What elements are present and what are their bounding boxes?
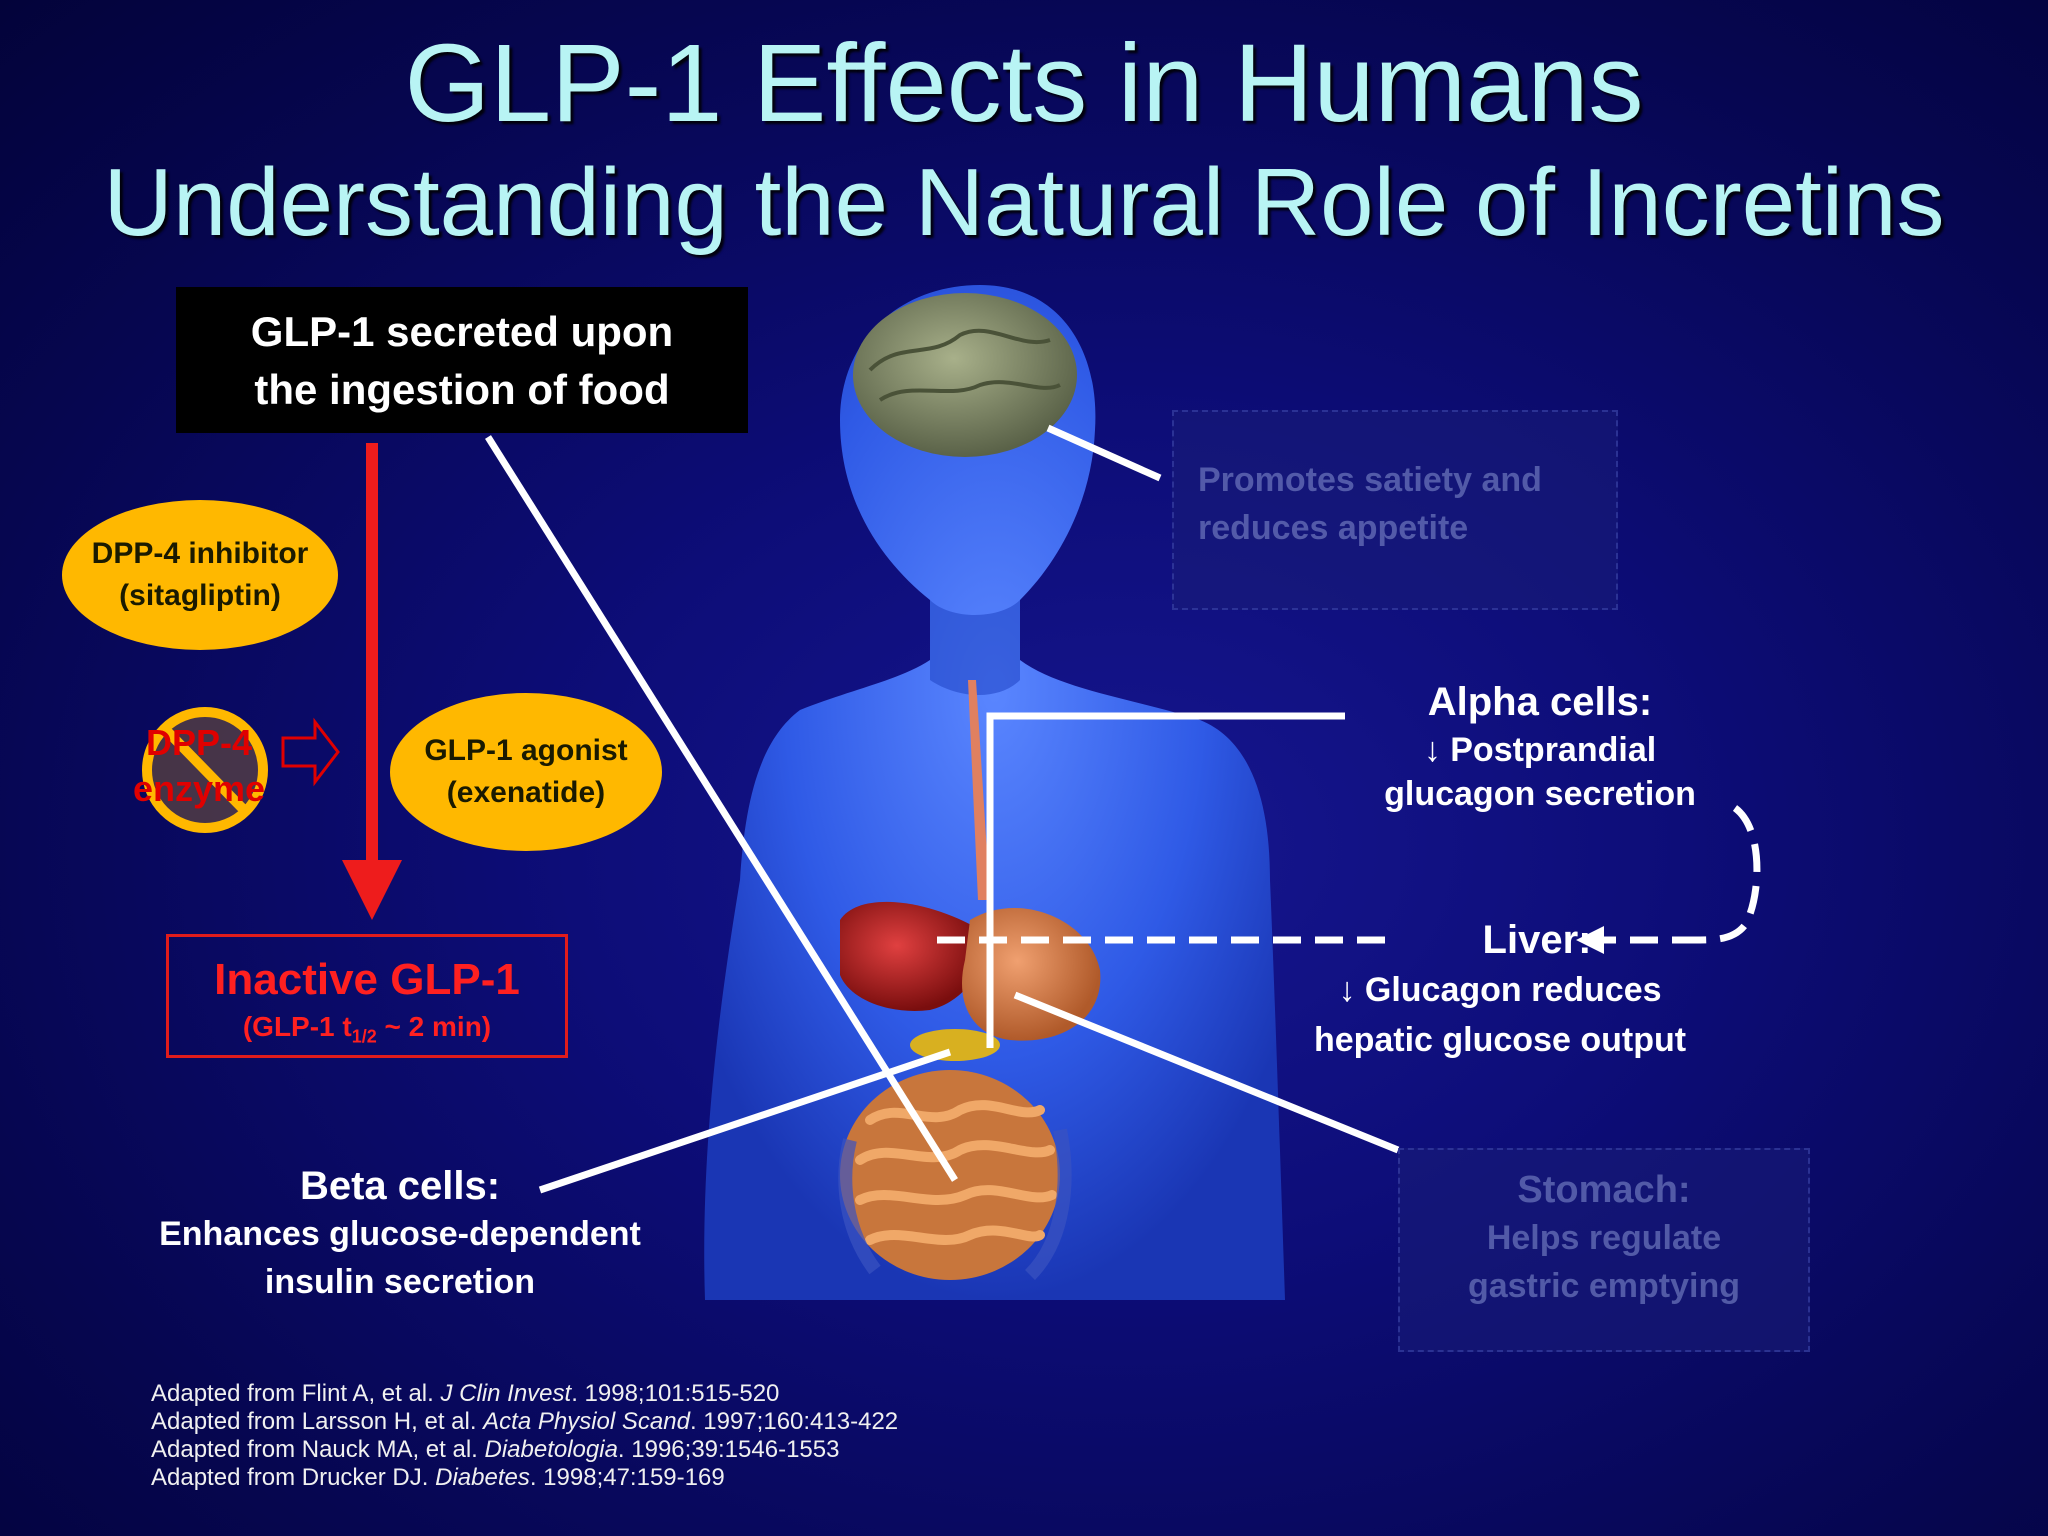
glp1-agonist-line1: GLP-1 agonist: [390, 730, 662, 772]
secretion-line1: GLP-1 secreted upon: [176, 303, 748, 361]
inactive-title: Inactive GLP-1: [169, 955, 565, 1005]
reference-item: Adapted from Drucker DJ. Diabetes. 1998;…: [151, 1464, 898, 1492]
glp1-agonist-line2: (exenatide): [390, 772, 662, 814]
stomach-effect-box: Stomach: Helps regulate gastric emptying: [1398, 1148, 1810, 1352]
inactive-glp1-box: Inactive GLP-1 (GLP-1 t1/2 ~ 2 min): [166, 934, 568, 1058]
alpha-cells-line1: ↓ Postprandial: [1310, 728, 1770, 772]
secretion-box: GLP-1 secreted upon the ingestion of foo…: [176, 287, 748, 433]
reference-item: Adapted from Flint A, et al. J Clin Inve…: [151, 1380, 898, 1408]
stomach-title: Stomach:: [1400, 1166, 1808, 1214]
liver-line2: hepatic glucose output: [1250, 1015, 1750, 1065]
beta-cells-line1: Enhances glucose-dependent: [100, 1210, 700, 1258]
liver-label: Liver: ↓ Glucagon reduces hepatic glucos…: [1250, 915, 1750, 1065]
liver-line1: ↓ Glucagon reduces: [1250, 965, 1750, 1015]
dpp4-enzyme-line2: enzyme: [104, 766, 294, 812]
secretion-line2: the ingestion of food: [176, 361, 748, 419]
stomach-line1: Helps regulate: [1400, 1214, 1808, 1262]
dpp4-enzyme-label: DPP-4 enzyme: [104, 720, 294, 812]
dpp4-enzyme-line1: DPP-4: [104, 720, 294, 766]
beta-cells-label: Beta cells: Enhances glucose-dependent i…: [100, 1162, 700, 1306]
reference-item: Adapted from Larsson H, et al. Acta Phys…: [151, 1408, 898, 1436]
beta-cells-line2: insulin secretion: [100, 1258, 700, 1306]
dpp4-inhibitor-line2: (sitagliptin): [62, 575, 338, 617]
alpha-cells-title: Alpha cells:: [1310, 680, 1770, 724]
beta-cells-title: Beta cells:: [100, 1162, 700, 1210]
brain-effect-box: Promotes satiety and reduces appetite: [1172, 410, 1618, 610]
glp1-agonist-oval: GLP-1 agonist (exenatide): [390, 693, 662, 851]
brain-effect-line2: reduces appetite: [1198, 504, 1616, 552]
references: Adapted from Flint A, et al. J Clin Inve…: [151, 1380, 898, 1492]
liver-title: Liver:: [1324, 915, 1750, 965]
dpp4-inhibitor-oval: DPP-4 inhibitor (sitagliptin): [62, 500, 338, 650]
inactive-halflife: (GLP-1 t1/2 ~ 2 min): [169, 1011, 565, 1048]
brain-effect-line1: Promotes satiety and: [1198, 456, 1616, 504]
halflife-subscript: 1/2: [352, 1027, 377, 1047]
dpp4-inhibitor-line1: DPP-4 inhibitor: [62, 533, 338, 575]
stomach-line2: gastric emptying: [1400, 1262, 1808, 1310]
alpha-cells-label: Alpha cells: ↓ Postprandial glucagon sec…: [1310, 680, 1770, 816]
brain-icon: [853, 293, 1077, 457]
reference-item: Adapted from Nauck MA, et al. Diabetolog…: [151, 1436, 898, 1464]
alpha-cells-line2: glucagon secretion: [1310, 772, 1770, 816]
